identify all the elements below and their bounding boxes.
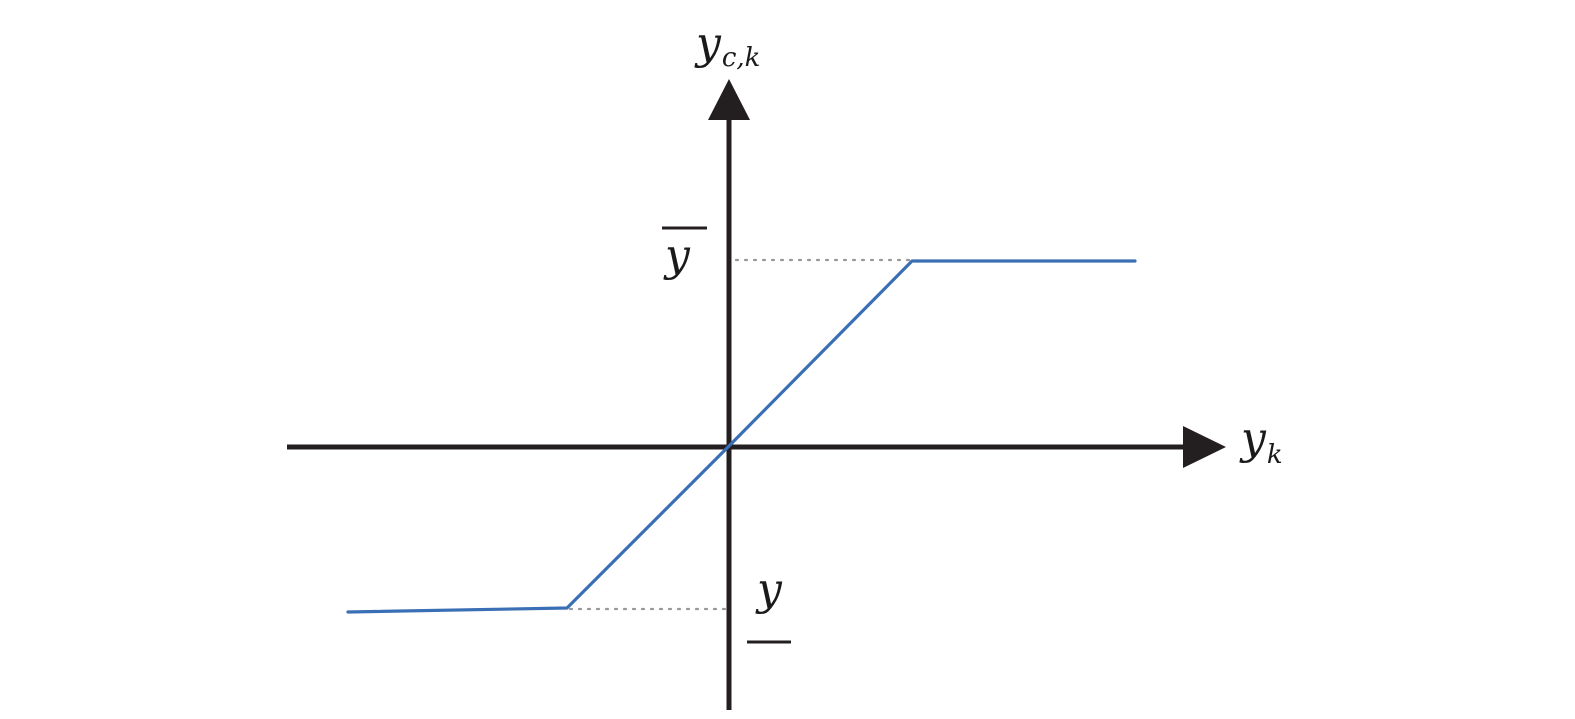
upper-limit-label: y	[663, 230, 691, 281]
y-axis-label: y	[694, 18, 722, 69]
x-axis-arrowhead	[1183, 426, 1226, 468]
y-axis-arrowhead	[708, 79, 750, 120]
saturation-curve	[346, 259, 1137, 614]
x-axis-label-subscript: k	[1267, 440, 1283, 470]
svg-text:yk: yk	[1239, 413, 1283, 470]
lower-limit-label: y	[755, 564, 783, 615]
y-axis-label-subscript: c,k	[722, 43, 761, 73]
x-axis-label: y	[1239, 413, 1267, 464]
svg-text:yc,k: yc,k	[694, 18, 760, 73]
